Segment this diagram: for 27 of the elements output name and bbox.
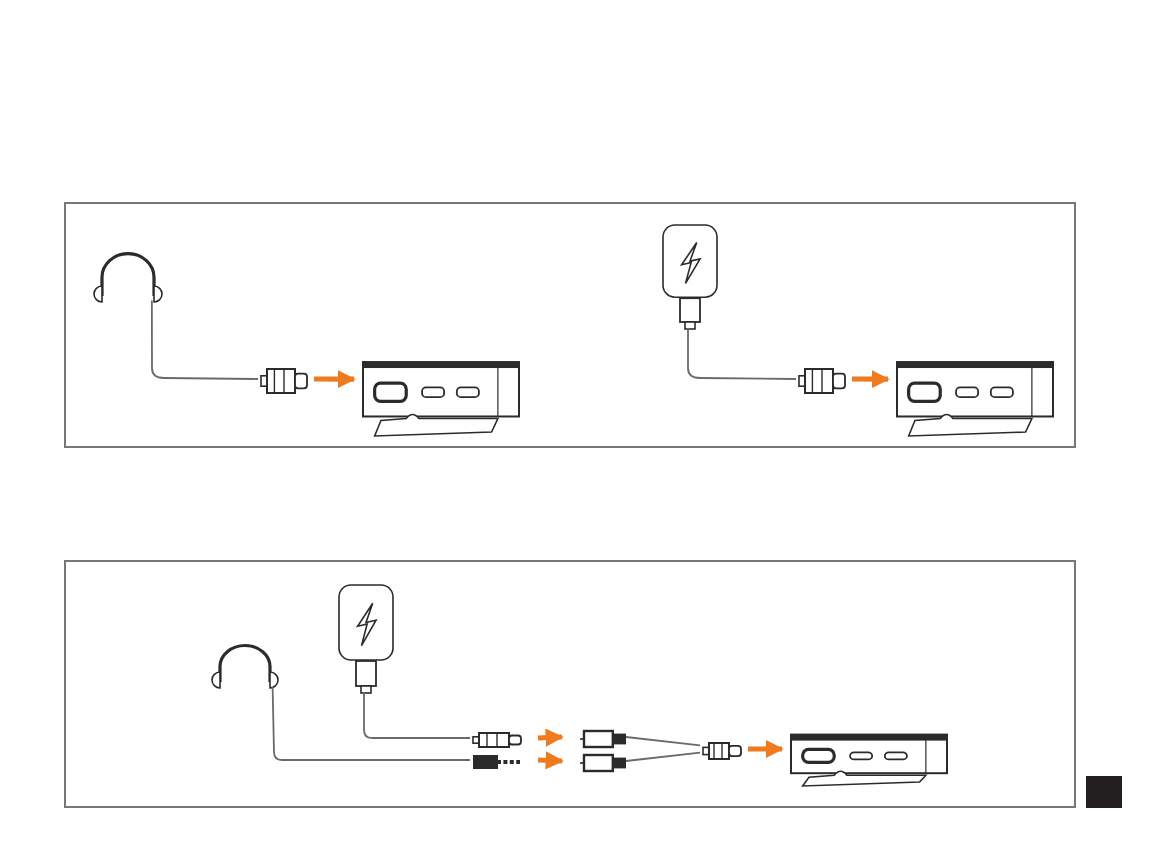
cable-line [625,751,701,762]
panel-frame [64,560,1076,808]
charger-icon [662,224,718,330]
audio-jack-plug-icon [472,754,522,770]
headphones-icon [90,252,166,308]
cable-line [363,691,471,739]
cable-line [625,736,701,747]
socket-connector-icon [580,730,628,748]
cable-line [687,327,797,380]
device-drawing [896,356,1054,440]
arrow [314,370,356,389]
panel-frame [64,202,1076,448]
headphones-icon [208,644,282,694]
socket-connector-icon [580,754,628,772]
usb-c-plug-icon [260,368,308,394]
usb-c-plug-icon [702,742,742,760]
usb-c-plug-icon [472,732,522,748]
cable-line [150,299,259,380]
device-drawing [362,356,520,440]
arrow [748,739,784,759]
usb-c-plug-icon [798,368,846,394]
charger-icon [338,584,394,694]
arrow [852,370,890,389]
device-drawing [790,730,948,790]
cable-line [271,686,471,761]
arrow [537,728,564,747]
arrow [537,751,564,770]
